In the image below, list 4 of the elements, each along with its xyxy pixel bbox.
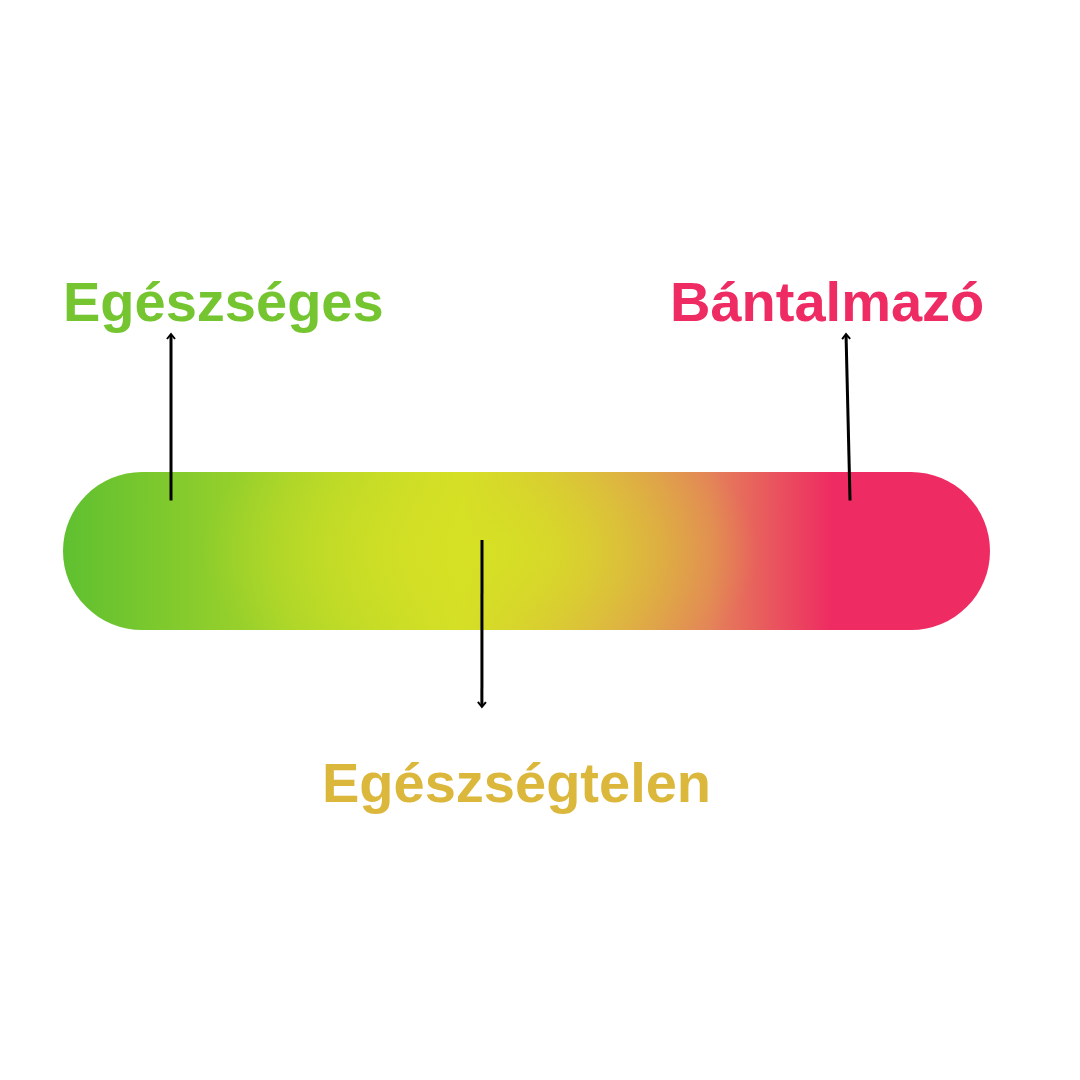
scale-label: Bántalmazó xyxy=(670,274,986,330)
arrow xyxy=(841,333,852,501)
arrow xyxy=(476,539,487,708)
arrow xyxy=(166,333,176,501)
